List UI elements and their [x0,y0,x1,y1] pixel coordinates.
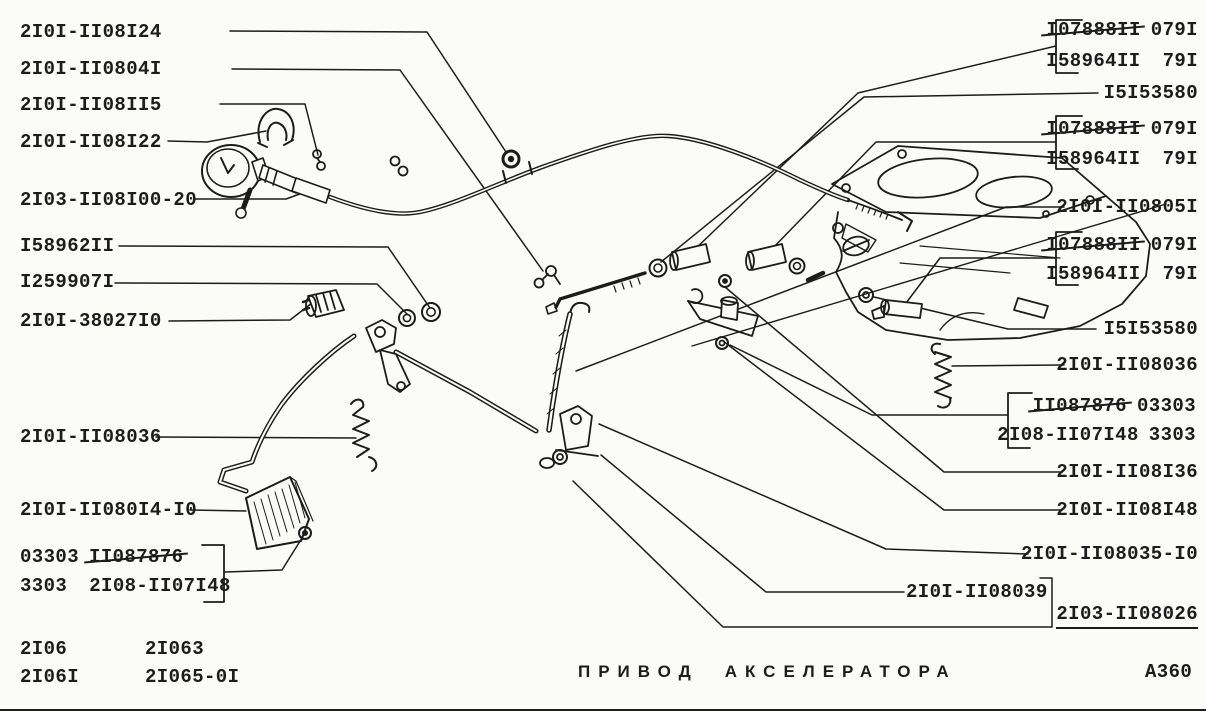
cable-lock-nuts [398,302,441,327]
adjuster-nut-left [648,258,668,278]
relay-lever-bracket [365,319,411,393]
page-title-word: ПРИВОД [578,662,699,681]
rod-tip [805,270,826,283]
part-label-cable-clamp: 2I0I-II0804I [20,58,162,80]
pedal-pad-nut [298,526,312,540]
page-title-word: АКСЕЛЕРАТОРА [724,662,957,681]
cable-housing [327,133,913,232]
part-label-lock-nut: I58962II [20,235,115,257]
part-label-bracket: 2I0I-II08039 [906,581,1048,603]
part-label-lever: 2I03-II08026 [998,603,1198,629]
bent-link-rod [545,271,647,315]
replacement-group-right-old: II087876 03303 [988,396,1196,416]
spacer-bushing-left [669,243,711,271]
part-label-link: 2I0I-II08035-I0 [1020,543,1198,565]
part-code: 79I [1162,263,1198,285]
clip-pin [312,149,409,177]
replacement-part-number: 2I08-II07I48 [89,575,231,597]
part-label-nut-lower: I5I53580 [1103,318,1198,340]
superseded-part-number: I07888II [1046,19,1141,41]
model-list-item: 2I06I [20,666,80,688]
model-code: 03303 [1136,395,1196,417]
replacement-part-number: I58964II [1046,148,1141,170]
link-lower-bracket [539,405,599,469]
part-label-nut-upper: I5I53580 [1103,82,1198,104]
part-label-clip-pin: 2I0I-II08II5 [20,94,162,116]
model-list-item: 2I065-0I [145,666,240,688]
cable-grommet [501,149,521,169]
model-list-item: 2I06 [20,638,68,660]
part-label-washer: 2I0I-II08I48 [1056,499,1198,521]
model-code: 3303 [1148,424,1196,446]
part-code: 079I [1150,234,1198,256]
bolt-pair-3-new: I58964II 79I [998,264,1198,284]
pedal-return-spring [350,398,378,472]
model-list-item: 2I063 [145,638,205,660]
part-label-retaining-clip: 2I0I-II08I22 [20,131,162,153]
bolt-pair-2-old: I07888II 079I [998,119,1198,139]
bolt-pair-3-old: I07888II 079I [998,235,1198,255]
replacement-part-number: 2I08-II07I48 [997,424,1139,446]
sheet-code: A360 [1145,661,1193,683]
part-code: 079I [1150,118,1198,140]
replacement-group-left-new: 3303 2I08-II07I48 [20,576,231,596]
leader-lines-left [114,30,544,573]
cable-end-clamp [533,265,561,289]
bolt-pair-1-old: I07888II 079I [998,20,1198,40]
carburetor [691,145,1167,347]
throttle-return-spring [930,342,952,409]
model-code: 3303 [20,575,68,597]
underlined-part-number: 2I03-II08026 [1056,603,1198,629]
part-label-bushing: 2I0I-II08I36 [1056,461,1198,483]
part-label-return-spring: 2I0I-II08036 [20,426,162,448]
part-code: 79I [1162,50,1198,72]
model-code: 03303 [20,546,80,568]
part-label-throttle-spring: 2I0I-II08036 [1056,354,1198,376]
leader-lines-right [572,45,1099,628]
replacement-group-left-old: 03303 II087876 [20,547,183,567]
spacer-bushing-right [745,243,787,271]
pedal-linkage [217,333,539,494]
superseded-part-number: II087876 [89,546,184,568]
replacement-part-number: I58964II [1046,50,1141,72]
page-title: ПРИВОД АКСЕЛЕРАТОРА [578,662,957,682]
part-label-ribbed-bushing: 2I0I-38027I0 [20,310,162,332]
replacement-group-right-new: 2I08-II07I48 3303 [988,425,1196,445]
part-code: 79I [1162,148,1198,170]
retaining-clip [257,107,295,148]
ribbed-bushing [301,289,345,318]
part-label-link-rod: 2I0I-II0805I [1056,196,1198,218]
superseded-part-number: I07888II [1046,234,1141,256]
superseded-part-number: I07888II [1046,118,1141,140]
replacement-part-number: I58964II [1046,263,1141,285]
superseded-part-number: II087876 [1032,395,1127,417]
lever-support-plate [687,274,759,350]
intermediate-link [546,301,591,433]
choke-knob [201,144,331,219]
part-label-choke-cable: 2I03-II08I00-20 [20,189,198,211]
part-label-pedal-pad: 2I0I-II080I4-I0 [20,499,198,521]
pedal-pad [245,476,314,550]
bolt-pair-1-new: I58964II 79I [998,51,1198,71]
part-label-cable-grommet: 2I0I-II08I24 [20,21,162,43]
adjuster-nut-right [788,257,806,275]
part-code: 079I [1150,19,1198,41]
part-label-nut: I259907I [20,271,115,293]
bolt-pair-2-new: I58964II 79I [998,149,1198,169]
